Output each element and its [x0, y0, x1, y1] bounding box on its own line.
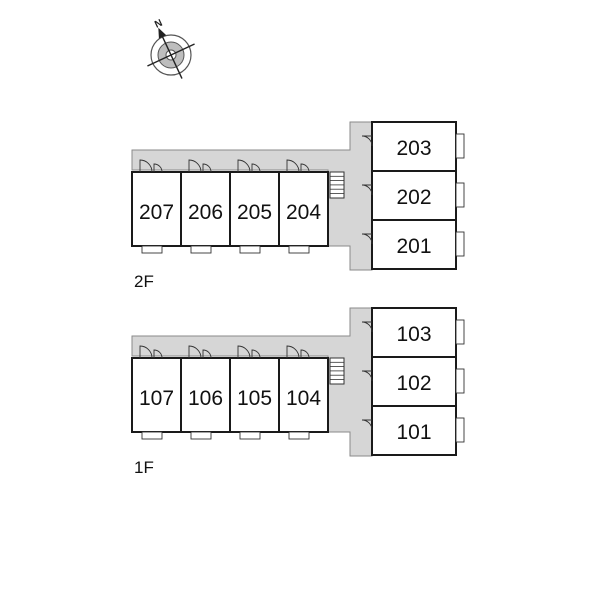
unit-206: 206: [180, 159, 231, 254]
unit-number: 204: [286, 201, 321, 224]
unit-number: 101: [396, 421, 431, 444]
corridor: [131, 121, 373, 271]
balcony: [141, 431, 163, 440]
balcony: [455, 417, 465, 443]
door-swing-icon: [237, 159, 251, 173]
unit-number: 203: [396, 137, 431, 160]
stairs-icon: [329, 171, 345, 199]
window-swing-icon: [251, 349, 261, 359]
unit-outline: [180, 171, 231, 247]
window-swing-icon: [202, 349, 212, 359]
balcony: [288, 245, 310, 254]
balcony: [190, 245, 212, 254]
balcony: [239, 431, 261, 440]
floor-label: 1F: [134, 458, 154, 477]
door-swing-icon: [361, 233, 373, 245]
door-swing-icon: [361, 370, 373, 382]
balcony: [455, 231, 465, 257]
unit-105: 105: [229, 345, 280, 440]
balcony: [288, 431, 310, 440]
window-swing-icon: [202, 163, 212, 173]
unit-outline: [371, 405, 457, 456]
door-swing-icon: [188, 159, 202, 173]
door-swing-icon: [139, 159, 153, 173]
unit-203: 203: [361, 121, 465, 172]
window-swing-icon: [153, 349, 163, 359]
stairs-icon: [329, 357, 345, 385]
compass-rose-icon: N: [147, 18, 195, 79]
unit-101: 101: [361, 405, 465, 456]
balcony: [455, 182, 465, 208]
balcony: [455, 319, 465, 345]
unit-107: 107: [131, 345, 182, 440]
door-swing-icon: [286, 159, 300, 173]
door-swing-icon: [361, 419, 373, 431]
balcony: [190, 431, 212, 440]
unit-number: 205: [237, 201, 272, 224]
door-swing-icon: [361, 321, 373, 333]
unit-number: 105: [237, 387, 272, 410]
unit-201: 201: [361, 219, 465, 270]
compass-north-letter: N: [153, 18, 164, 31]
floor-label: 2F: [134, 272, 154, 291]
unit-number: 106: [188, 387, 223, 410]
unit-103: 103: [361, 307, 465, 358]
unit-outline: [371, 219, 457, 270]
unit-205: 205: [229, 159, 280, 254]
unit-number: 201: [396, 235, 431, 258]
corridor: [131, 307, 373, 457]
balcony: [455, 133, 465, 159]
door-swing-icon: [361, 135, 373, 147]
unit-number: 107: [139, 387, 174, 410]
door-swing-icon: [286, 345, 300, 359]
window-swing-icon: [251, 163, 261, 173]
balcony: [239, 245, 261, 254]
door-swing-icon: [139, 345, 153, 359]
window-swing-icon: [153, 163, 163, 173]
floor-2f: 207 206 205 204 203 202 201 2F: [131, 121, 465, 291]
unit-number: 102: [396, 372, 431, 395]
unit-104: 104: [278, 345, 329, 440]
unit-outline: [371, 307, 457, 358]
balcony: [455, 368, 465, 394]
window-swing-icon: [300, 163, 310, 173]
unit-202: 202: [361, 170, 465, 221]
unit-number: 103: [396, 323, 431, 346]
unit-207: 207: [131, 159, 182, 254]
unit-204: 204: [278, 159, 329, 254]
door-swing-icon: [188, 345, 202, 359]
unit-outline: [371, 356, 457, 407]
unit-number: 206: [188, 201, 223, 224]
unit-number: 207: [139, 201, 174, 224]
door-swing-icon: [237, 345, 251, 359]
balcony: [141, 245, 163, 254]
unit-outline: [371, 121, 457, 172]
unit-102: 102: [361, 356, 465, 407]
window-swing-icon: [300, 349, 310, 359]
unit-106: 106: [180, 345, 231, 440]
unit-number: 104: [286, 387, 321, 410]
unit-number: 202: [396, 186, 431, 209]
door-swing-icon: [361, 184, 373, 196]
floor-1f: 107 106 105 104 103 102 101 1F: [131, 307, 465, 477]
